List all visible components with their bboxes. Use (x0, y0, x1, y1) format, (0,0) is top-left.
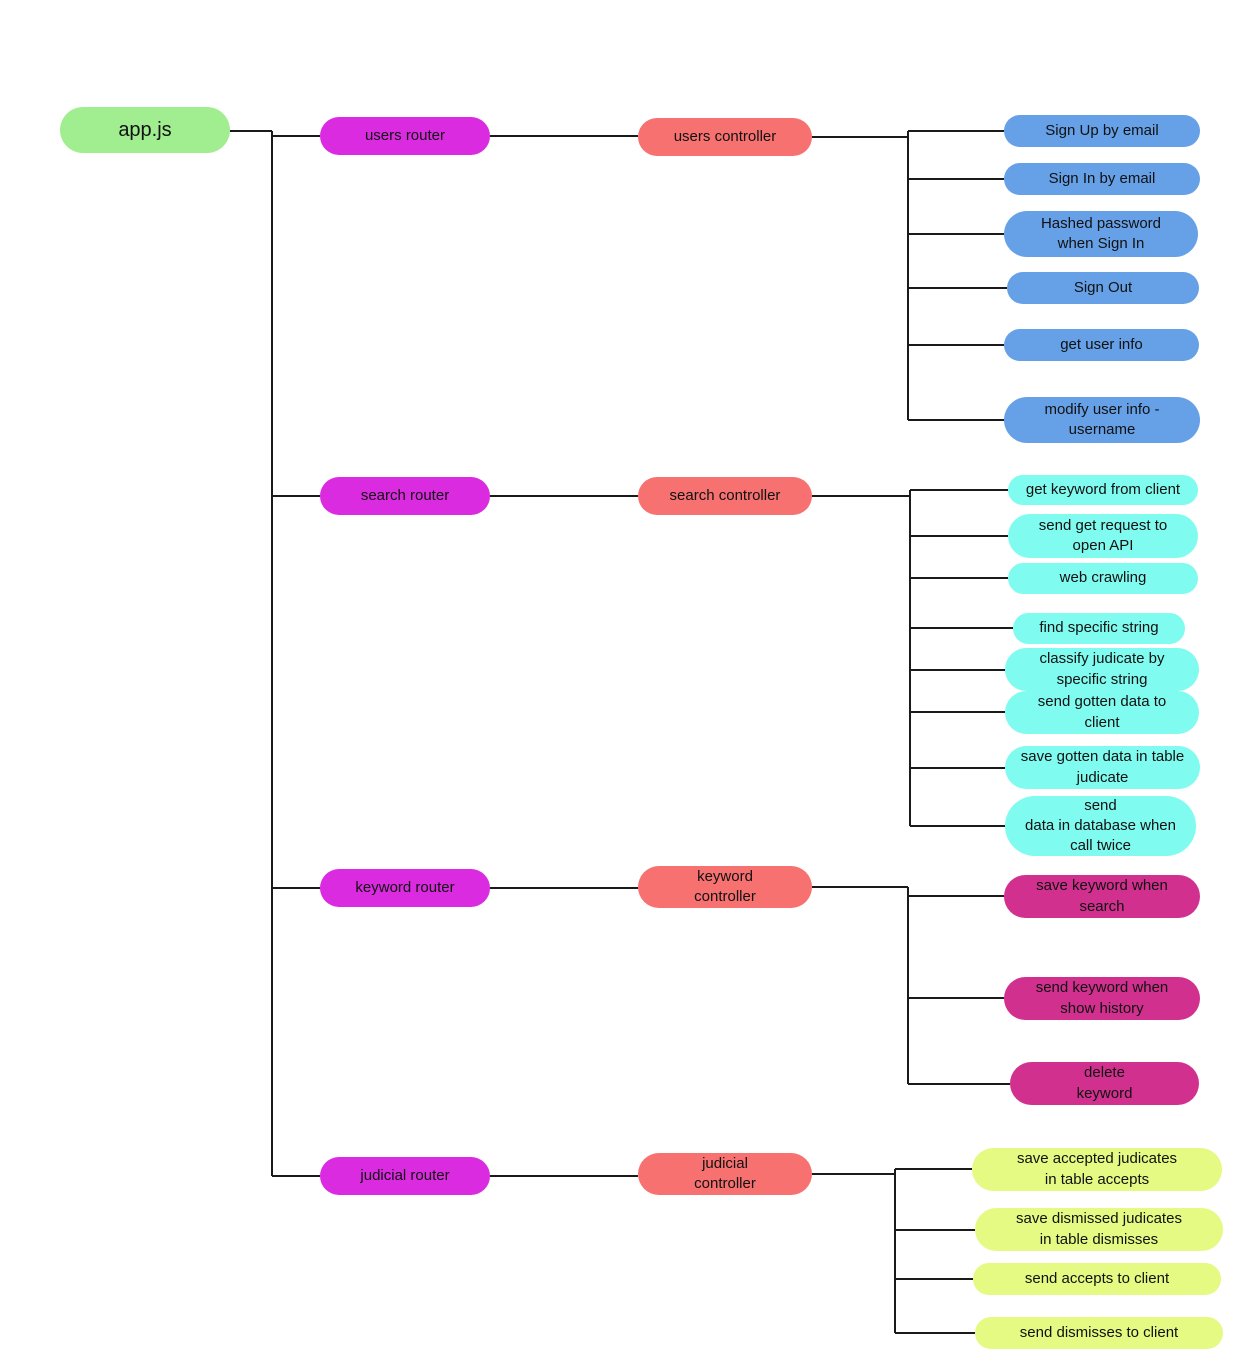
node-sign-up-by-email[interactable]: Sign Up by email (1004, 115, 1200, 147)
node-judicial-router[interactable]: judicial router (320, 1157, 490, 1195)
node-save-keyword-when-search[interactable]: save keyword when search (1004, 875, 1200, 918)
node-search-controller[interactable]: search controller (638, 477, 812, 515)
node-send-gotten-data-to-client[interactable]: send gotten data to client (1005, 691, 1199, 734)
node-keyword-router[interactable]: keyword router (320, 869, 490, 907)
node-send-get-request-to-open-api[interactable]: send get request to open API (1008, 514, 1198, 558)
node-get-keyword-from-client[interactable]: get keyword from client (1008, 475, 1198, 505)
node-send-accepts-to-client[interactable]: send accepts to client (973, 1263, 1221, 1295)
node-web-crawling[interactable]: web crawling (1008, 563, 1198, 594)
node-find-specific-string[interactable]: find specific string (1013, 613, 1185, 644)
node-delete-keyword[interactable]: delete keyword (1010, 1062, 1199, 1105)
node-sign-out[interactable]: Sign Out (1007, 272, 1199, 304)
node-search-router[interactable]: search router (320, 477, 490, 515)
node-save-dismissed-judicates-in-table-dismisses[interactable]: save dismissed judicates in table dismis… (975, 1208, 1223, 1251)
node-classify-judicate-by-specific-string[interactable]: classify judicate by specific string (1005, 648, 1199, 691)
node-sign-in-by-email[interactable]: Sign In by email (1004, 163, 1200, 195)
node-users-router[interactable]: users router (320, 117, 490, 155)
node-hashed-password-when-sign-in[interactable]: Hashed password when Sign In (1004, 211, 1198, 257)
node-judicial-controller[interactable]: judicial controller (638, 1153, 812, 1195)
node-users-controller[interactable]: users controller (638, 118, 812, 156)
node-send-data-in-database-when-call-twice[interactable]: send data in database when call twice (1005, 796, 1196, 856)
node-get-user-info[interactable]: get user info (1004, 329, 1199, 361)
node-keyword-controller[interactable]: keyword controller (638, 866, 812, 908)
node-save-accepted-judicates-in-table-accepts[interactable]: save accepted judicates in table accepts (972, 1148, 1222, 1191)
node-app-js[interactable]: app.js (60, 107, 230, 153)
node-send-keyword-when-show-history[interactable]: send keyword when show history (1004, 977, 1200, 1020)
node-modify-user-info-username[interactable]: modify user info - username (1004, 397, 1200, 443)
node-send-dismisses-to-client[interactable]: send dismisses to client (975, 1317, 1223, 1349)
node-save-gotten-data-in-table-judicate[interactable]: save gotten data in table judicate (1005, 746, 1200, 789)
